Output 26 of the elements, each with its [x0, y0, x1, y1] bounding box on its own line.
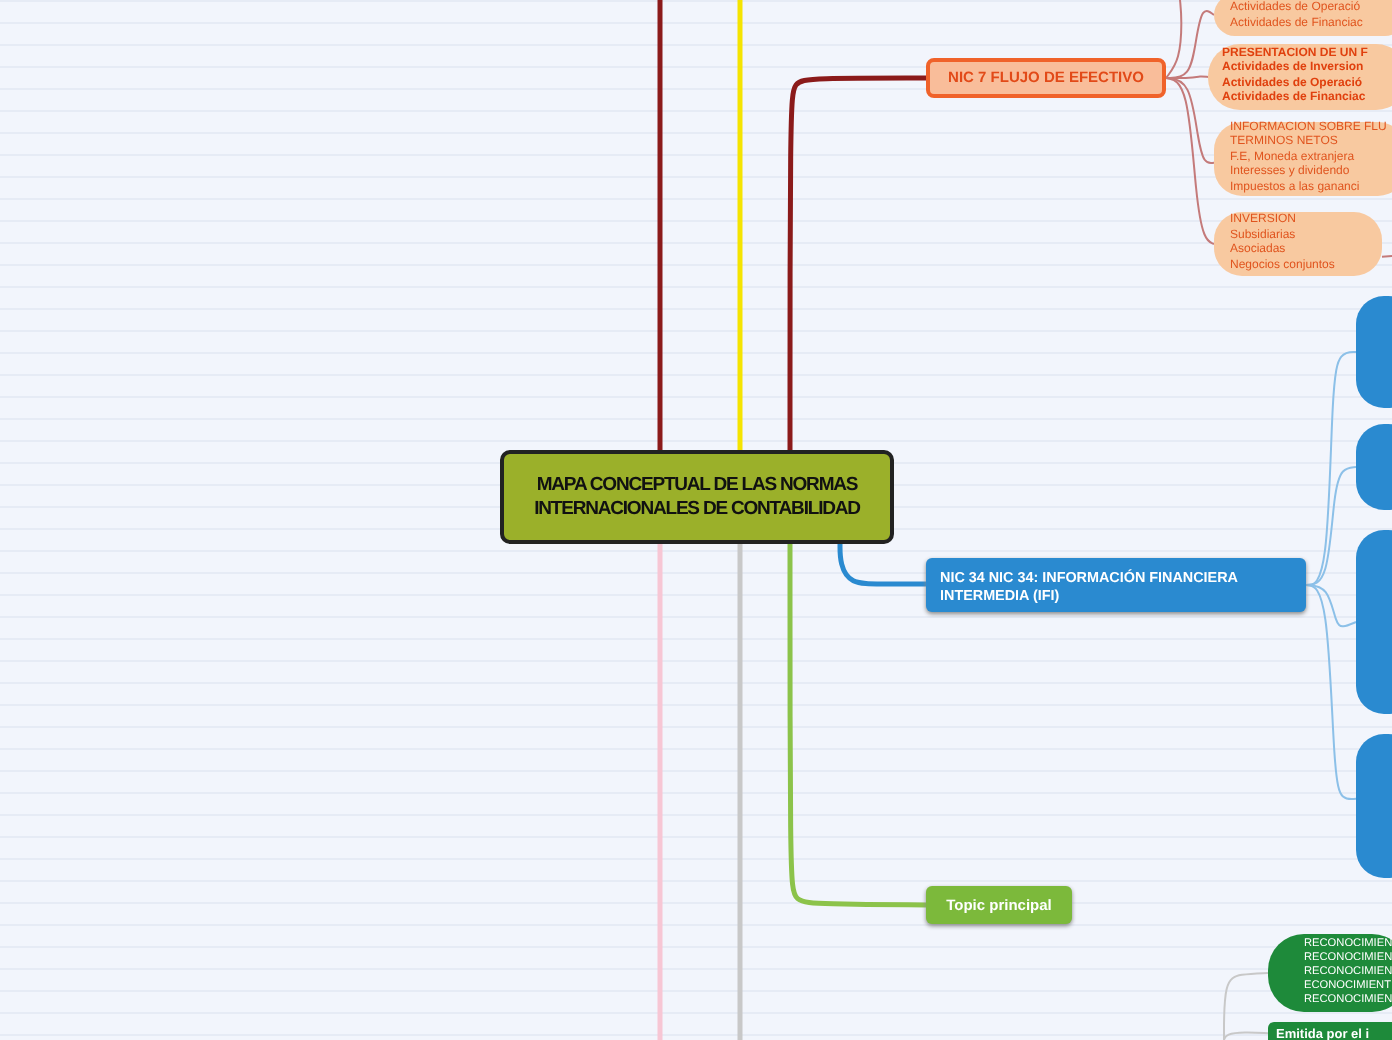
- connector-line: [837, 544, 926, 587]
- topic-box: [926, 886, 1072, 924]
- connector-line: [1305, 584, 1357, 801]
- connector-line: [1165, 75, 1209, 79]
- connector-line: [1165, 0, 1183, 79]
- connector-line: [737, 0, 743, 450]
- connector-line: [737, 544, 743, 1040]
- connector-line: [1381, 255, 1392, 258]
- subtopic-bubble: [1214, 212, 1382, 276]
- connector-line: [1223, 1031, 1269, 1040]
- connector-line: [787, 75, 926, 450]
- connector-line: [1165, 77, 1215, 245]
- connector-line: [657, 0, 663, 450]
- connector-line: [657, 544, 663, 1040]
- central-topic-box: [500, 450, 894, 544]
- connector-line: [1305, 584, 1357, 628]
- topic-box: [926, 58, 1166, 98]
- subtopic-bubble: [1214, 122, 1392, 196]
- node-text: MAPA CONCEPTUAL DE LAS NORMAS INTERNACIONALES DE CONTABILIDAD: [532, 473, 862, 521]
- connector-line: [1223, 972, 1269, 1040]
- subtopic-bubble: [1208, 44, 1392, 110]
- connector-line: [787, 544, 927, 908]
- subtopic-bubble: [1268, 934, 1392, 1012]
- connector-line: [1165, 77, 1215, 165]
- subtopic-bubble: [1214, 0, 1392, 36]
- topic-box: [926, 558, 1306, 612]
